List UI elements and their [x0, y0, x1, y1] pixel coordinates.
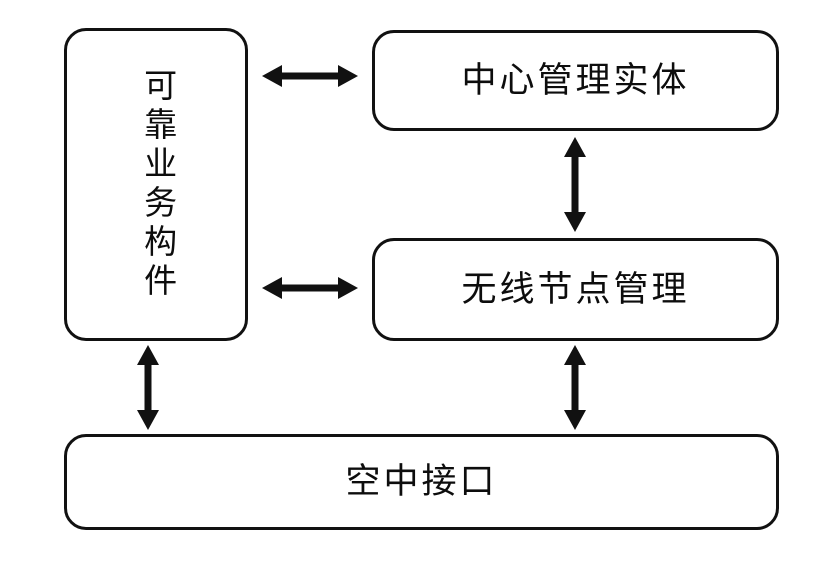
connector-wireless-to-air-double-arrow-icon — [564, 345, 586, 430]
node-wireless-node-management[interactable]: 无线节点管理 — [372, 238, 779, 341]
connector-component-to-central-double-arrow-icon — [262, 65, 358, 87]
connector-central-to-wireless-double-arrow-icon — [564, 137, 586, 232]
node-reliable-service-component[interactable]: 可靠业务构件 — [64, 28, 248, 341]
node-label-wireless-node-management: 无线节点管理 — [461, 269, 690, 309]
node-label-air-interface: 空中接口 — [345, 462, 498, 502]
node-central-management-entity[interactable]: 中心管理实体 — [372, 30, 779, 131]
node-label-reliable-service-component: 可靠业务构件 — [138, 67, 175, 302]
connector-component-to-air-double-arrow-icon — [137, 345, 159, 430]
node-label-central-management-entity: 中心管理实体 — [461, 60, 690, 100]
connector-component-to-wireless-double-arrow-icon — [262, 277, 358, 299]
node-air-interface[interactable]: 空中接口 — [64, 434, 779, 530]
